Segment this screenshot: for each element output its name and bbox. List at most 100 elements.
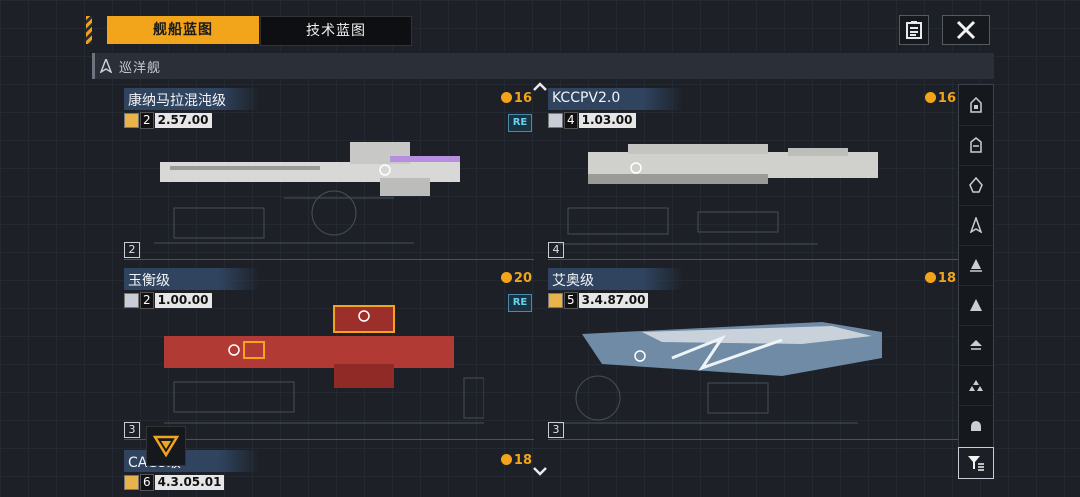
blueprint-schematic [154,190,414,244]
fleet-emblem[interactable] [146,426,186,466]
command-point-icon [924,272,936,283]
battlecruiser-icon [969,217,983,233]
ship-name: 玉衡级 [128,273,170,289]
ship-name-bar: CAG3级 [124,450,259,472]
ship-model-image [588,144,878,184]
stat-count: 2 [140,291,154,309]
ship-model-image [582,322,882,376]
card-baseline [124,259,534,260]
scroll-up-icon[interactable] [533,81,547,91]
blueprint-schematic [558,207,818,245]
ship-cost-value: 16 [937,91,956,106]
notes-icon [906,21,922,39]
stat-value: 2.57.00 [154,112,212,128]
ship-cost: 16 [500,91,532,106]
stat-value: 4.3.05.01 [154,474,225,490]
ship-cost-value: 18 [937,271,956,286]
stat-count: 2 [140,111,154,129]
fleet-emblem-icon [153,435,179,458]
filter-destroyer[interactable] [959,125,993,166]
card-baseline [548,439,958,440]
ship-cost-value: 20 [513,271,532,286]
filter-carrier[interactable] [959,245,993,286]
filter-battlecruiser[interactable] [959,205,993,246]
auxiliary-icon [970,340,982,350]
tab-tech-blueprint[interactable]: 技术蓝图 [260,16,412,46]
ship-cost: 18 [924,271,956,286]
filter-icon [968,456,984,471]
destroyer-icon [970,137,982,153]
close-icon [956,20,976,40]
accent-stripe [86,16,92,44]
ship-class-filter-bar [958,84,994,450]
cruiser-class-icon [100,59,112,73]
tier-badge: 3 [124,422,140,438]
command-point-icon [924,92,936,103]
card-baseline [548,259,958,260]
stat-value: 1.00.00 [154,292,212,308]
frigate-icon [970,97,982,113]
stat-type-icon [548,292,563,308]
card-baseline [124,439,534,440]
ship-cost-value: 18 [513,453,532,468]
close-button[interactable] [942,15,990,45]
stat-count: 6 [140,473,154,491]
ship-stat: 2 2.57.00 [124,111,212,129]
re-badge: RE [508,114,532,132]
filter-button[interactable] [958,447,994,479]
ship-name-bar: KCCPV2.0 [548,88,683,110]
carrier-icon [970,259,982,272]
ship-model-image [164,305,454,388]
ship-card[interactable]: 玉衡级 20 2 1.00.00 RE 3 [124,268,534,440]
re-badge: RE [508,294,532,312]
ship-cost: 20 [500,271,532,286]
section-title: 巡洋舰 [119,61,162,76]
ship-name-bar: 玉衡级 [124,268,259,290]
ship-card[interactable]: 艾奥级 18 5 3.4.87.00 3 [548,268,958,440]
ship-name: 康纳马拉混沌级 [128,93,226,109]
ship-stat: 4 1.03.00 [548,111,636,129]
stat-count: 5 [564,291,578,309]
filter-fleet[interactable] [959,365,993,406]
stat-value: 3.4.87.00 [578,292,649,308]
stat-type-icon [124,474,139,490]
ship-cost: 16 [924,91,956,106]
stat-value: 1.03.00 [578,112,636,128]
stat-count: 4 [564,111,578,129]
ship-stat: 5 3.4.87.00 [548,291,649,309]
stat-type-icon [124,112,139,128]
ship-card[interactable]: 康纳马拉混沌级 16 2 2.57.00 RE 2 [124,88,534,260]
ship-cost: 18 [500,453,532,468]
ship-name-bar: 康纳马拉混沌级 [124,88,259,110]
ship-stat: 2 1.00.00 [124,291,212,309]
filter-auxiliary[interactable] [959,325,993,366]
command-point-icon [500,92,512,103]
ship-card[interactable]: KCCPV2.0 16 4 1.03.00 4 [548,88,958,260]
blueprint-schematic [558,375,858,424]
notes-button[interactable] [899,15,929,45]
ship-cost-value: 16 [513,91,532,106]
ship-name: KCCPV2.0 [552,90,621,106]
ship-name: 艾奥级 [552,273,594,289]
scroll-down-icon[interactable] [533,467,547,477]
cruiser-icon [969,177,983,193]
filter-battleship[interactable] [959,285,993,326]
fleet-icon [969,380,983,391]
section-header: 巡洋舰 [92,53,994,79]
filter-frigate[interactable] [959,85,993,126]
blueprint-schematic [164,377,484,424]
tier-badge: 4 [548,242,564,258]
tier-badge: 2 [124,242,140,258]
ship-name-bar: 艾奥级 [548,268,683,290]
ship-stat: 6 4.3.05.01 [124,473,225,491]
filter-cruiser[interactable] [959,165,993,206]
tier-badge: 3 [548,422,564,438]
stat-type-icon [124,292,139,308]
battleship-icon [970,299,982,311]
station-icon [971,421,981,431]
filter-station[interactable] [959,405,993,445]
stat-type-icon [548,112,563,128]
command-point-icon [500,454,512,465]
tab-ship-blueprint[interactable]: 舰船蓝图 [107,16,259,44]
ship-model-image [160,142,460,196]
